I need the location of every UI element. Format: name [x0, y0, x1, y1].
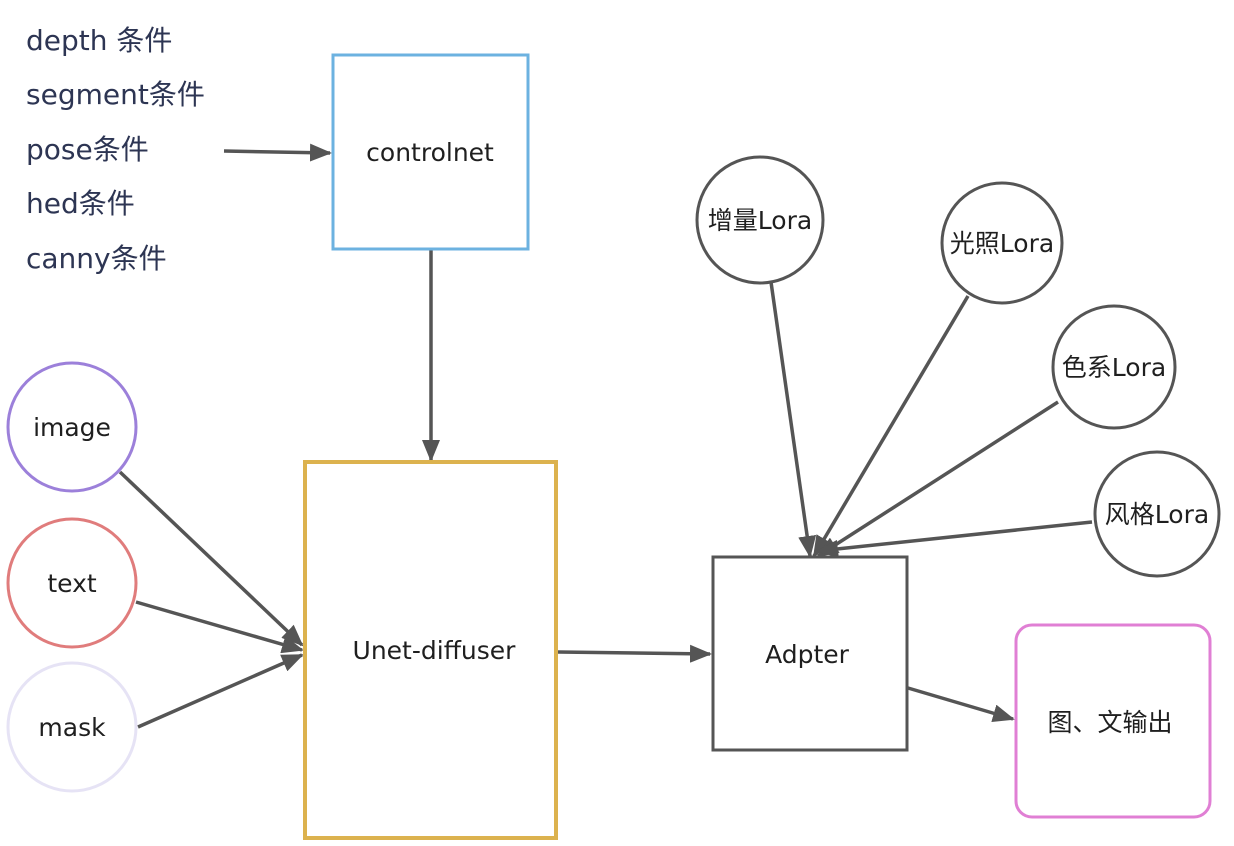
- arrow-lora4-to-adapter: [816, 520, 1093, 558]
- arrow-mask-to-unet: [137, 653, 304, 729]
- input-label: mask: [38, 713, 106, 742]
- arrow-image-to-unet: [118, 470, 304, 647]
- lora-label: 增量Lora: [708, 206, 812, 235]
- arrow-lora3-to-adapter: [816, 400, 1059, 558]
- adapter-node: Adpter: [711, 555, 909, 752]
- condition-label: depth 条件: [26, 24, 172, 57]
- condition-label: hed条件: [26, 187, 135, 220]
- condition-label: canny条件: [26, 242, 167, 275]
- lora-label: 色系Lora: [1062, 353, 1166, 382]
- condition-list: depth 条件 segment条件 pose条件 hed条件 canny条件: [26, 24, 205, 275]
- arrow-conditions-to-controlnet: [223, 143, 332, 162]
- arrow-unet-to-adapter: [557, 644, 712, 663]
- input-label: text: [47, 569, 97, 598]
- lora-node: 风格Lora: [1093, 450, 1221, 578]
- lora-label: 风格Lora: [1105, 500, 1209, 529]
- controlnet-node: controlnet: [331, 53, 530, 251]
- output-label: 图、文输出: [1047, 708, 1172, 737]
- input-text-node: text: [6, 517, 138, 649]
- condition-label: segment条件: [26, 78, 205, 111]
- input-mask-node: mask: [6, 661, 138, 793]
- lora-node: 色系Lora: [1051, 304, 1177, 430]
- unet-diffuser-label: Unet-diffuser: [353, 636, 517, 665]
- arrow-lora2-to-adapter: [812, 295, 970, 558]
- output-node: 图、文输出: [1014, 623, 1212, 819]
- lora-label: 光照Lora: [950, 229, 1054, 258]
- condition-label: pose条件: [26, 133, 149, 166]
- arrow-adapter-to-output: [907, 686, 1015, 722]
- controlnet-label: controlnet: [366, 138, 494, 167]
- adapter-label: Adpter: [765, 640, 850, 669]
- lora-node: 增量Lora: [695, 155, 825, 285]
- input-image-node: image: [6, 361, 138, 493]
- arrow-lora1-to-adapter: [769, 281, 817, 558]
- unet-diffuser-node: Unet-diffuser: [303, 460, 558, 840]
- input-label: image: [33, 413, 111, 442]
- lora-node: 光照Lora: [940, 181, 1064, 305]
- connectors: [118, 143, 1093, 729]
- arrow-text-to-unet: [135, 600, 304, 654]
